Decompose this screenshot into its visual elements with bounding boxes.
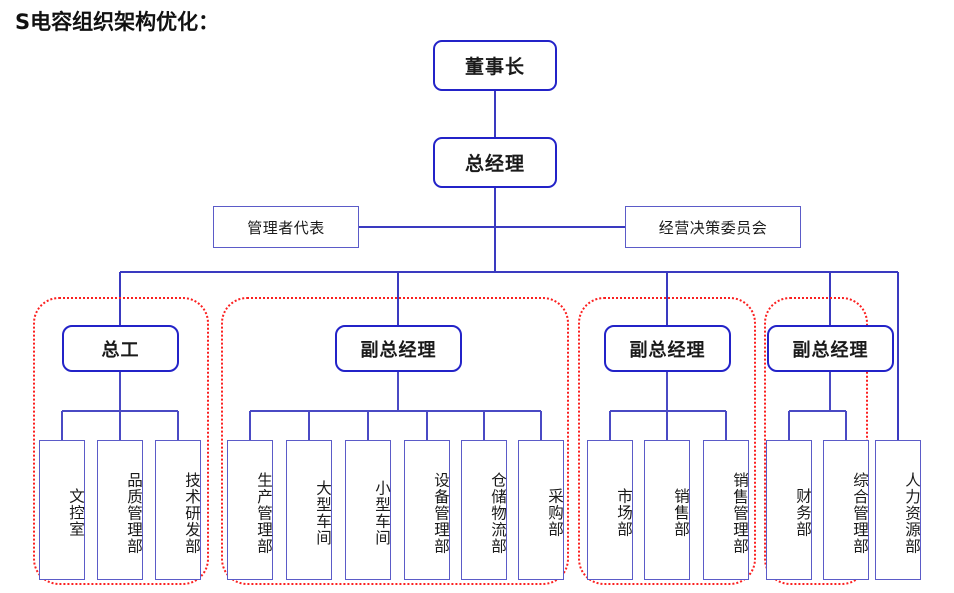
department-large-workshop[interactable]: 大型车间	[286, 440, 332, 580]
department-warehouse-logistics[interactable]: 仓储物流部	[461, 440, 507, 580]
node-vp-production[interactable]: 副总经理	[335, 325, 462, 372]
node-general-manager[interactable]: 总经理	[433, 137, 557, 188]
department-production-management[interactable]: 生产管理部	[227, 440, 273, 580]
department-general-administration[interactable]: 综合管理部	[823, 440, 869, 580]
page-title: S电容组织架构优化：	[15, 10, 220, 34]
department-technology-rnd[interactable]: 技术研发部	[155, 440, 201, 580]
node-chairman[interactable]: 董事长	[433, 40, 557, 91]
node-vp-sales[interactable]: 副总经理	[604, 325, 731, 372]
department-quality-management[interactable]: 品质管理部	[97, 440, 143, 580]
department-human-resources[interactable]: 人力资源部	[875, 440, 921, 580]
department-marketing[interactable]: 市场部	[587, 440, 633, 580]
department-sales-management[interactable]: 销售管理部	[703, 440, 749, 580]
department-sales[interactable]: 销售部	[644, 440, 690, 580]
department-purchasing[interactable]: 采购部	[518, 440, 564, 580]
node-business-decision-committee[interactable]: 经营决策委员会	[625, 206, 801, 248]
department-finance[interactable]: 财务部	[766, 440, 812, 580]
node-vp-administration[interactable]: 副总经理	[767, 325, 894, 372]
department-document-control[interactable]: 文控室	[39, 440, 85, 580]
node-management-representative[interactable]: 管理者代表	[213, 206, 359, 248]
node-chief-engineer[interactable]: 总工	[62, 325, 179, 372]
department-small-workshop[interactable]: 小型车间	[345, 440, 391, 580]
department-equipment-management[interactable]: 设备管理部	[404, 440, 450, 580]
